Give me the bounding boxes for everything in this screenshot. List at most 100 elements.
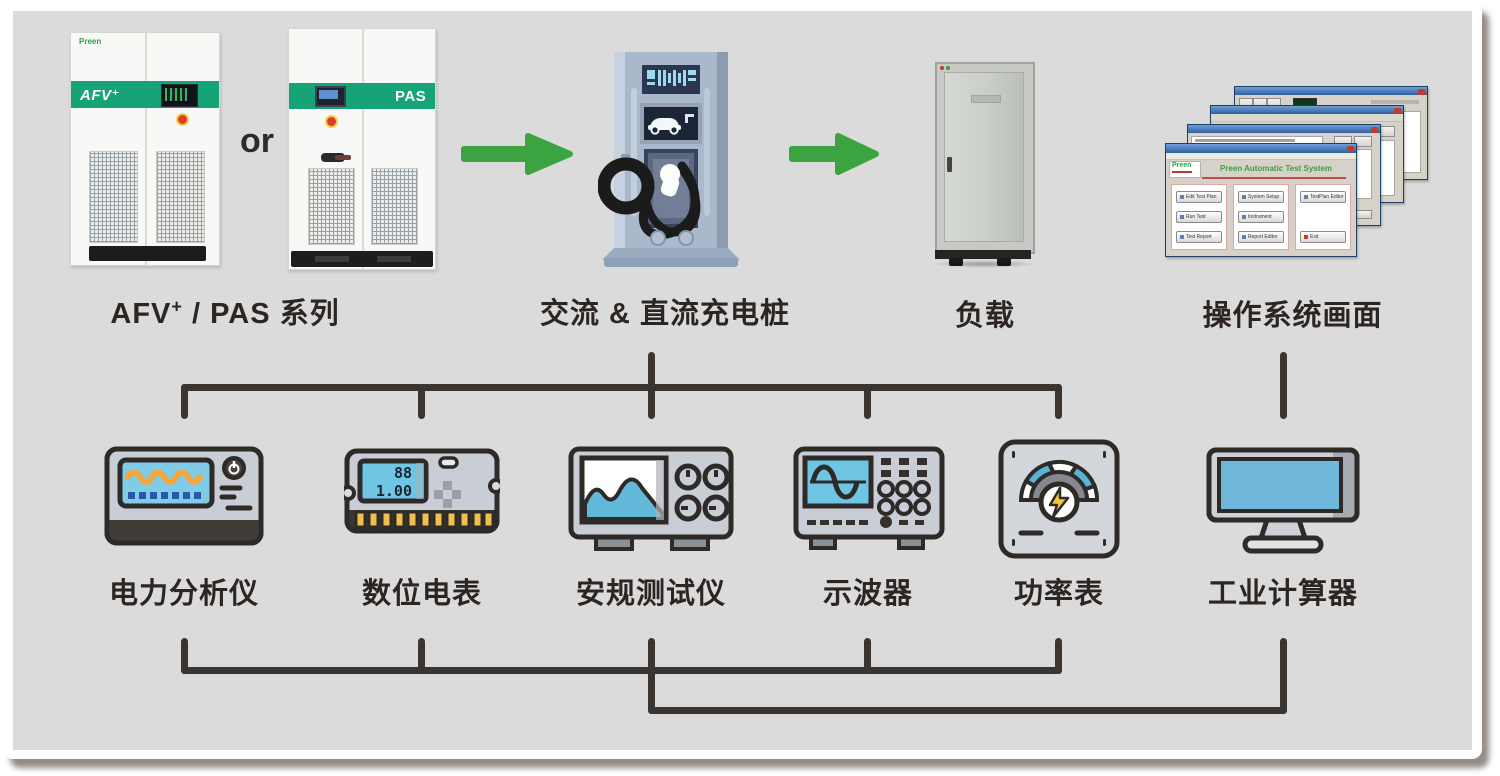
pas-emergency-button <box>325 115 338 128</box>
close-icon <box>1418 88 1425 95</box>
lcd-line2: 1.00 <box>376 482 412 500</box>
ats-button: Instrument <box>1238 211 1284 223</box>
connector-top-bus <box>181 384 1062 391</box>
label-digital-meter: 数位电表 <box>361 578 482 610</box>
window-titlebar <box>1235 87 1427 95</box>
safety-tester-icon <box>568 446 734 551</box>
pas-green-band: PAS <box>289 83 435 109</box>
window-menubar <box>1166 153 1356 160</box>
monitor-screen <box>1217 457 1343 513</box>
afv-screen-pixels <box>165 88 187 101</box>
knobs <box>674 463 730 522</box>
pas-badge: PAS <box>395 88 427 105</box>
meter-pins <box>354 510 495 529</box>
ats-panel-1: Edit Test Plan Run Test Test Report <box>1171 184 1227 250</box>
button-icon <box>1242 235 1246 239</box>
flow-arrow-icon <box>461 133 573 175</box>
connector-stub <box>1055 638 1062 674</box>
pas-vent-right <box>371 168 418 245</box>
pas-plinth <box>291 251 433 267</box>
ats-panel-2: System Setup Instrument Report Editor <box>1233 184 1289 250</box>
connector-stub <box>1055 384 1062 419</box>
ats-panel-3: TestPlan Editor Exit <box>1295 184 1351 250</box>
pas-touchscreen <box>315 86 346 107</box>
connector-pc-riser <box>1280 638 1287 714</box>
load-handle <box>947 157 952 172</box>
window-titlebar <box>1166 144 1356 153</box>
ats-button: Report Editor <box>1238 231 1284 243</box>
load-cabinet <box>931 62 1037 268</box>
ats-panels: Edit Test Plan Run Test Test Report Syst… <box>1171 184 1351 250</box>
preen-logo: Preen <box>1172 162 1192 169</box>
connector-os-to-pc <box>1280 352 1287 419</box>
afv-badge: AFV⁺ <box>80 87 120 104</box>
button-icon <box>1180 195 1184 199</box>
load-caster <box>997 258 1011 266</box>
charger-base <box>602 246 740 260</box>
caption-charger: 交流 & 直流充电桩 <box>539 298 791 330</box>
osc-bottom-dashes <box>807 516 924 528</box>
pas-cabinet: PAS <box>288 28 436 270</box>
connector-stub <box>181 638 188 674</box>
afv-control-screen <box>161 84 198 107</box>
ats-button-exit: Exit <box>1300 231 1346 243</box>
car-icon <box>650 118 679 126</box>
load-led-green <box>946 66 950 70</box>
pas-vent-left <box>308 168 355 245</box>
label-industrial-computer: 工业计算器 <box>1207 578 1358 610</box>
load-base <box>935 250 1031 259</box>
connector-stub <box>648 384 655 419</box>
osc-buttons-squares <box>881 458 927 477</box>
load-nameplate <box>971 95 1001 103</box>
window-text-placeholder <box>1371 100 1419 104</box>
connector-stub <box>864 384 871 419</box>
corner-screws <box>1012 451 1106 546</box>
preen-logo: Preen <box>79 37 102 46</box>
ev-charger-illustration <box>598 52 740 267</box>
connector-charger-drop <box>648 352 655 392</box>
afv-cabinet: Preen AFV⁺ <box>70 32 220 266</box>
industrial-computer-icon <box>1206 447 1360 554</box>
close-icon <box>1394 107 1401 114</box>
window-titlebar <box>1188 125 1380 133</box>
connector-center-drop <box>648 667 655 714</box>
os-window-front: Preen Preen Automatic Test System Edit T… <box>1165 143 1357 257</box>
button-icon <box>1242 215 1246 219</box>
connector-stub <box>418 638 425 674</box>
or-label: or <box>240 122 274 160</box>
button-icon <box>1180 215 1184 219</box>
pas-handle-lever <box>335 155 351 160</box>
afv-vent-left <box>89 151 138 243</box>
preen-logo-box: Preen <box>1169 161 1201 178</box>
digital-meter-icon: 88 1.00 <box>344 448 500 534</box>
lightning-bolt-icon <box>1048 486 1070 519</box>
ats-button: Edit Test Plan <box>1176 191 1222 203</box>
afv-base <box>89 246 206 261</box>
osc-knobs <box>877 480 931 516</box>
button-icon <box>1242 195 1246 199</box>
dpad-icon <box>434 481 461 508</box>
pas-rotary-handle <box>321 153 351 162</box>
connector-bottom-bus <box>181 667 1062 674</box>
power-analyzer-icon <box>104 446 264 546</box>
load-frame <box>935 62 1035 254</box>
flow-arrow-icon <box>789 133 879 175</box>
pas-plinth-slot <box>377 256 411 262</box>
lcd-line1: 88 <box>394 464 412 482</box>
connector-stub <box>864 638 871 674</box>
button-icon <box>1180 235 1184 239</box>
afv-green-band: AFV⁺ <box>71 81 219 108</box>
connector-lower-run <box>648 707 1287 714</box>
connector-stub <box>418 384 425 419</box>
button-icon <box>1304 195 1308 199</box>
load-caster <box>949 258 963 266</box>
title-underline <box>1202 177 1346 179</box>
caption-os: 操作系统画面 <box>1202 300 1383 332</box>
close-icon <box>1347 145 1354 152</box>
label-power-analyzer: 电力分析仪 <box>108 578 259 610</box>
monitor-neck <box>1258 517 1308 541</box>
button-icon <box>1304 235 1308 239</box>
pas-touchscreen-display <box>319 90 338 99</box>
sine-wave <box>810 464 860 500</box>
ats-window-title: Preen Automatic Test System <box>1219 164 1333 173</box>
